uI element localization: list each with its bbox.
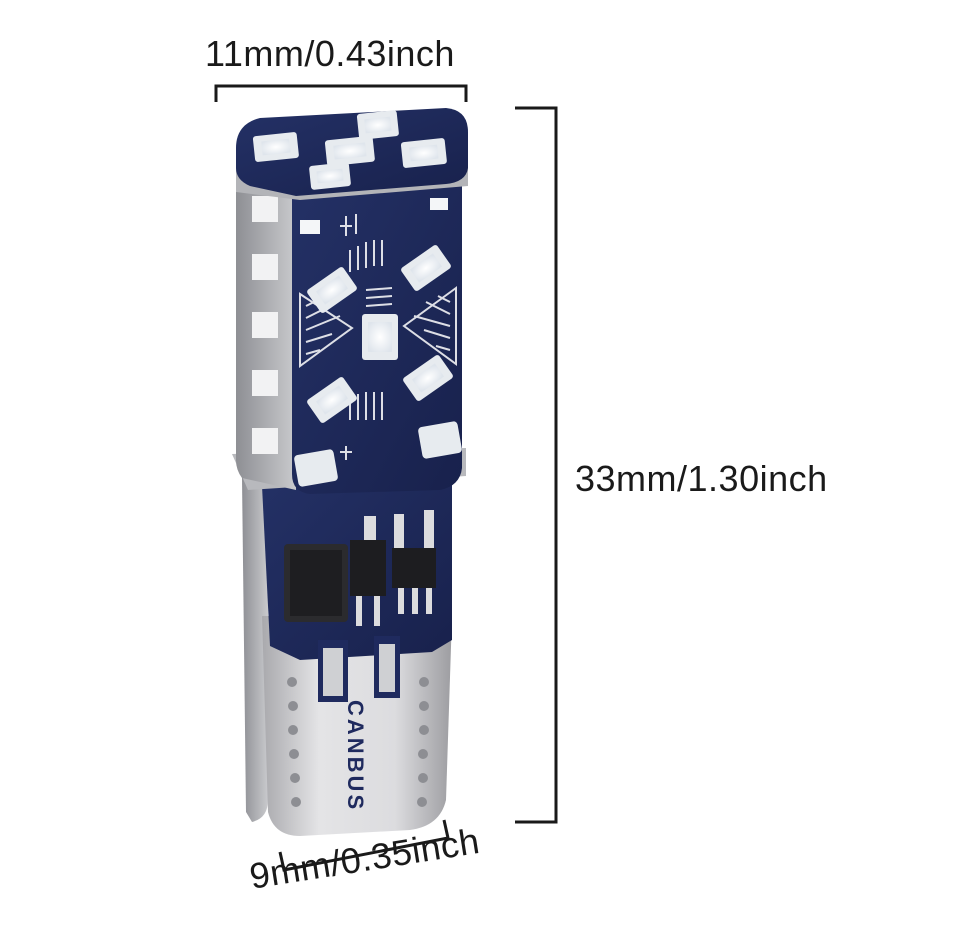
driver-board (262, 470, 452, 702)
top-width-label: 11mm/0.43inch (205, 33, 455, 74)
transistor-component-2 (392, 510, 436, 614)
height-label: 33mm/1.30inch (575, 458, 828, 499)
wedge-base (242, 478, 452, 836)
base-ridges (287, 677, 429, 807)
dimension-bracket-bottom (278, 819, 450, 872)
transistor-component-1 (350, 516, 386, 626)
top-leds (252, 110, 448, 234)
dimension-bracket-top (214, 84, 468, 102)
canbus-marking: CANBUS (343, 700, 368, 812)
front-leds (294, 245, 462, 487)
side-fins (252, 196, 278, 454)
dimension-bracket-height (515, 106, 558, 824)
led-head (236, 108, 468, 494)
inductor-component (284, 544, 348, 622)
